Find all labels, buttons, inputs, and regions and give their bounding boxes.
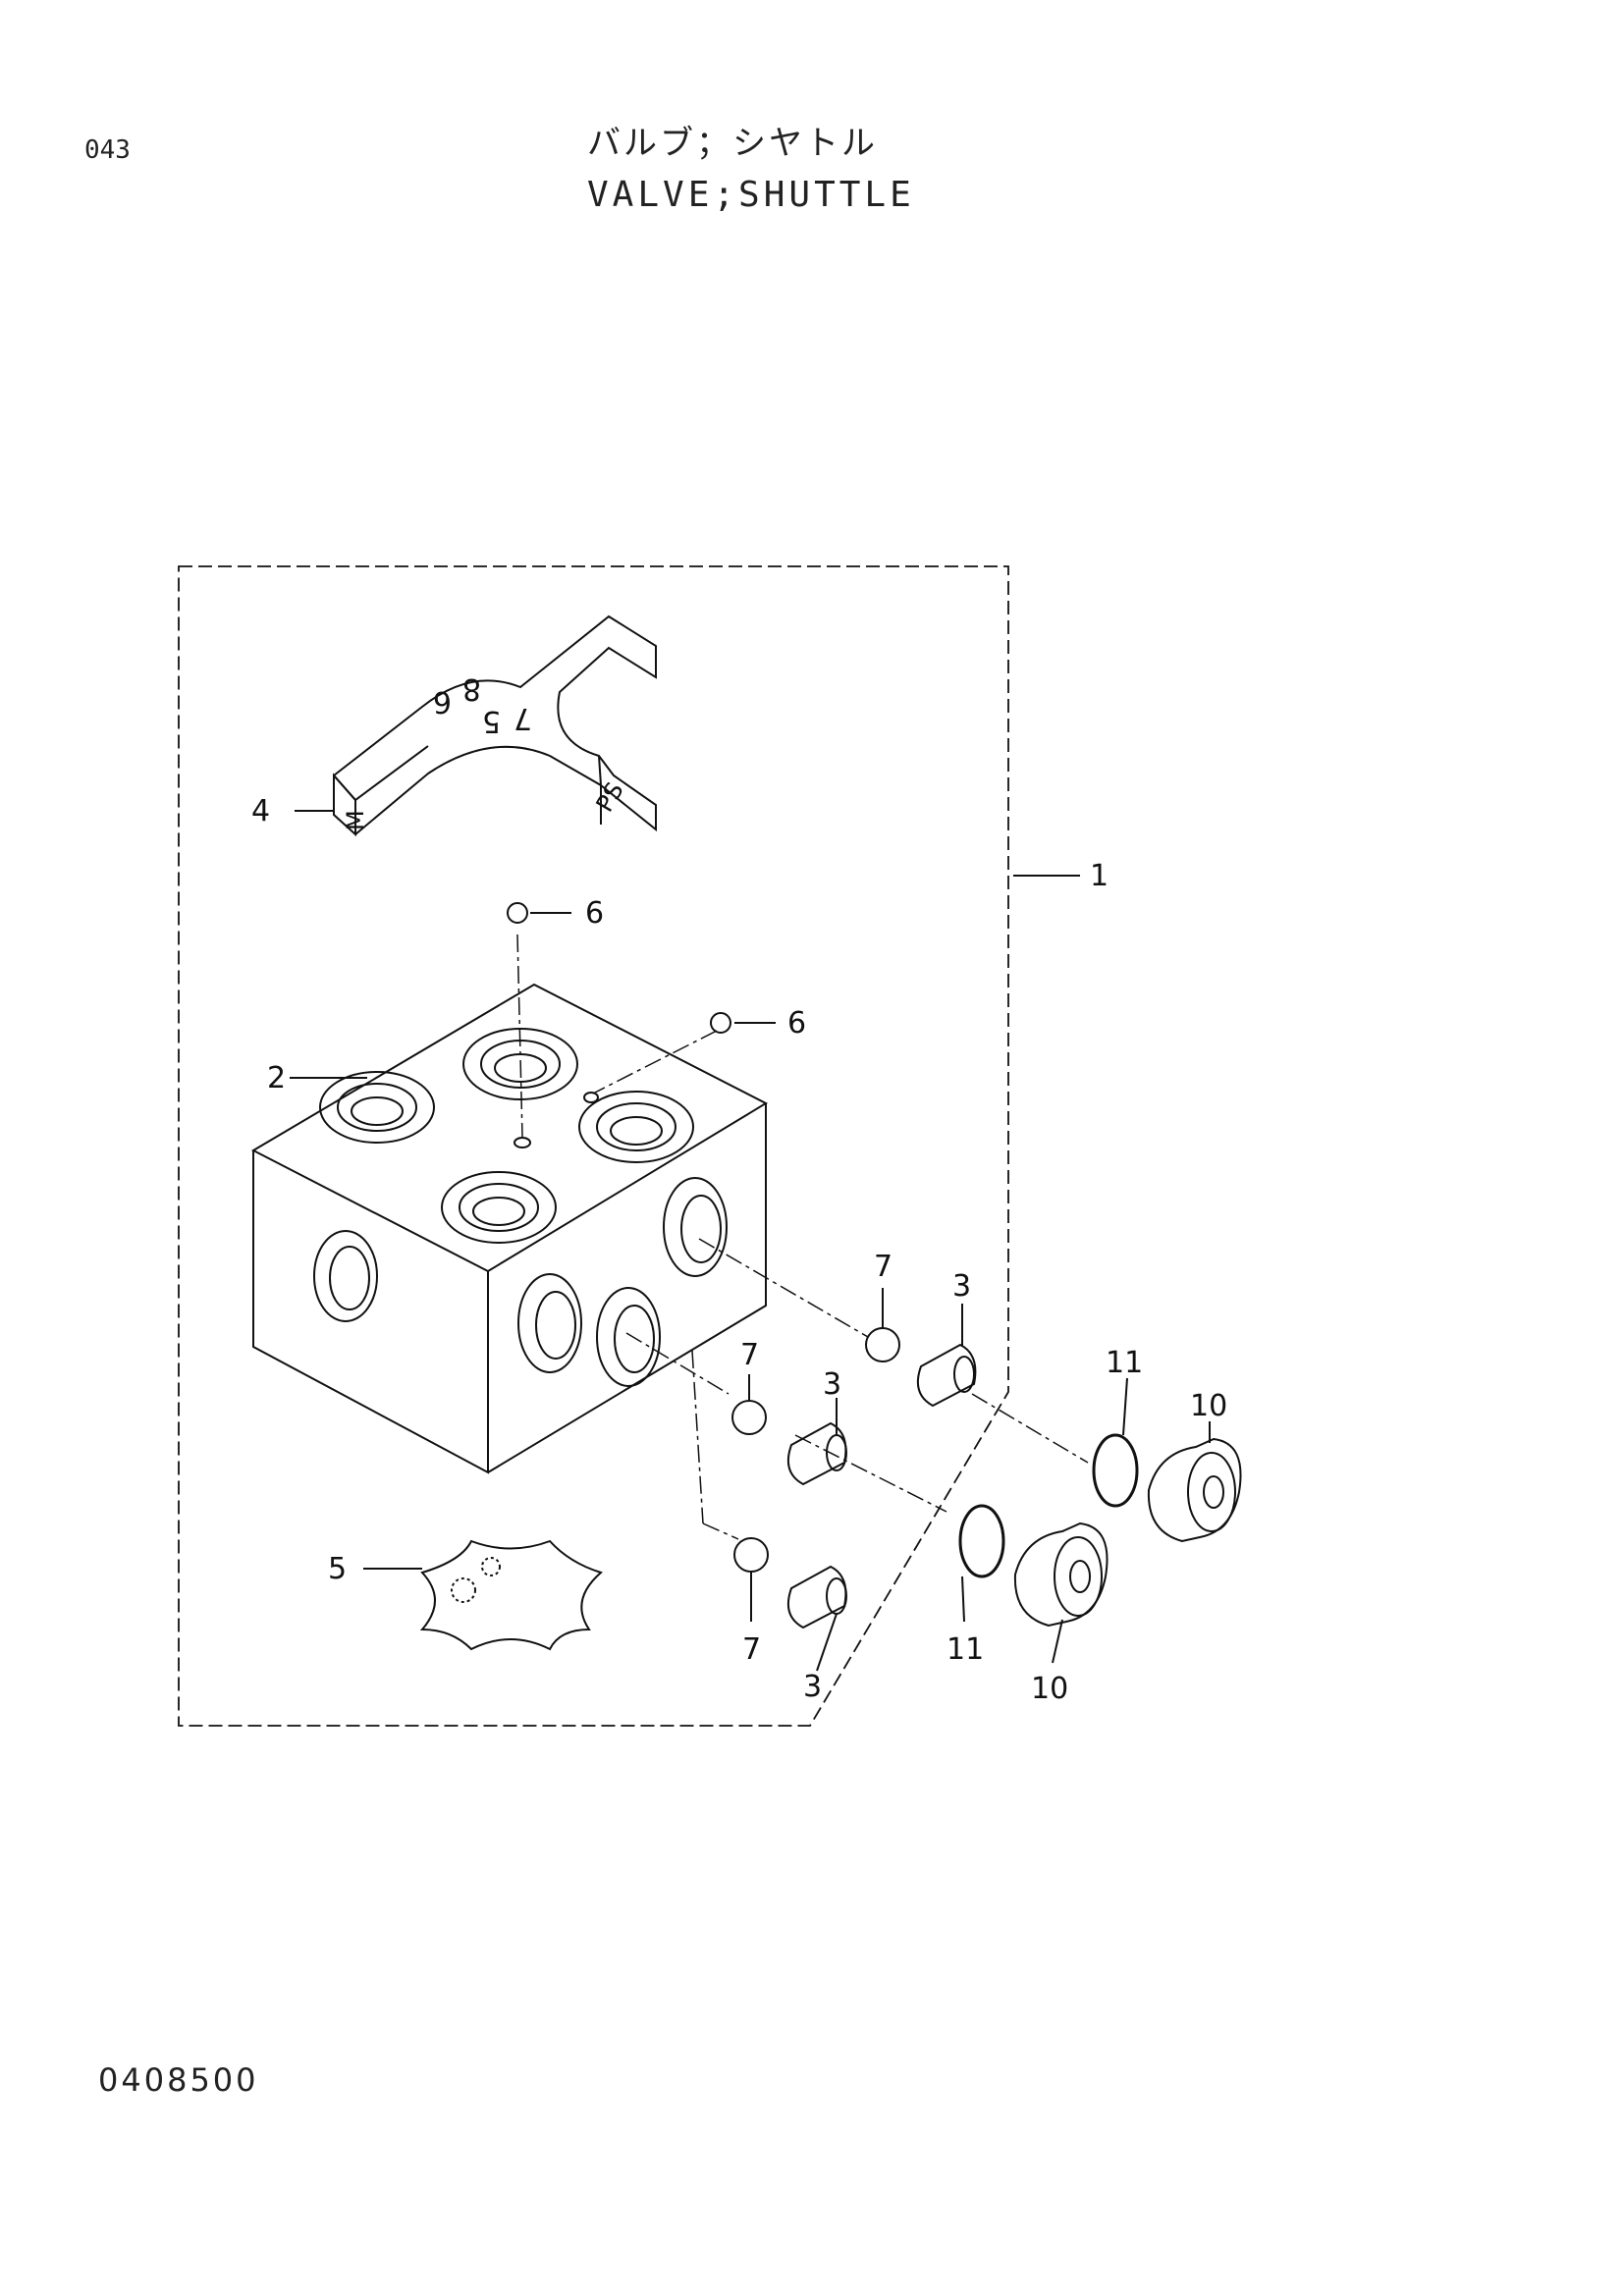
assembly-boundary — [178, 565, 1009, 1727]
callout-7-upper: 7 — [874, 1250, 893, 1284]
callout-4: 4 — [251, 794, 270, 828]
callout-5: 5 — [328, 1552, 347, 1586]
plate-part-5 — [419, 1539, 604, 1651]
plate-label-6: 6 — [433, 684, 452, 719]
callout-7-middle: 7 — [740, 1338, 759, 1372]
callout-10-upper: 10 — [1190, 1389, 1227, 1423]
reference-code: 0408500 — [98, 2061, 259, 2099]
callout-1: 1 — [1090, 859, 1109, 893]
plate-label-8: 8 — [462, 671, 481, 706]
callout-3-upper: 3 — [952, 1269, 971, 1304]
plate-label-7: 7 — [514, 701, 532, 735]
plate-label-m: M — [342, 810, 369, 830]
plug-part-10 — [1013, 1437, 1242, 1628]
callout-6-top: 6 — [585, 896, 604, 931]
callout-11-upper: 11 — [1106, 1346, 1143, 1380]
name-plate-part-4 — [333, 614, 657, 837]
callout-3-lower: 3 — [803, 1670, 822, 1704]
title-japanese: バルブ；シヤトル — [587, 124, 878, 163]
callout-2: 2 — [267, 1061, 286, 1095]
callout-10-lower: 10 — [1031, 1672, 1068, 1706]
valve-block-part-2 — [250, 983, 769, 1474]
callout-3-middle: 3 — [823, 1367, 841, 1402]
page-number: 043 — [84, 135, 131, 165]
title-english: VALVE;SHUTTLE — [587, 175, 915, 215]
callout-11-lower: 11 — [947, 1632, 984, 1667]
plug-part-3 — [787, 1343, 977, 1629]
callout-7-lower: 7 — [742, 1632, 761, 1667]
callout-6-right: 6 — [787, 1006, 806, 1041]
plate-label-5: 5 — [482, 704, 501, 738]
